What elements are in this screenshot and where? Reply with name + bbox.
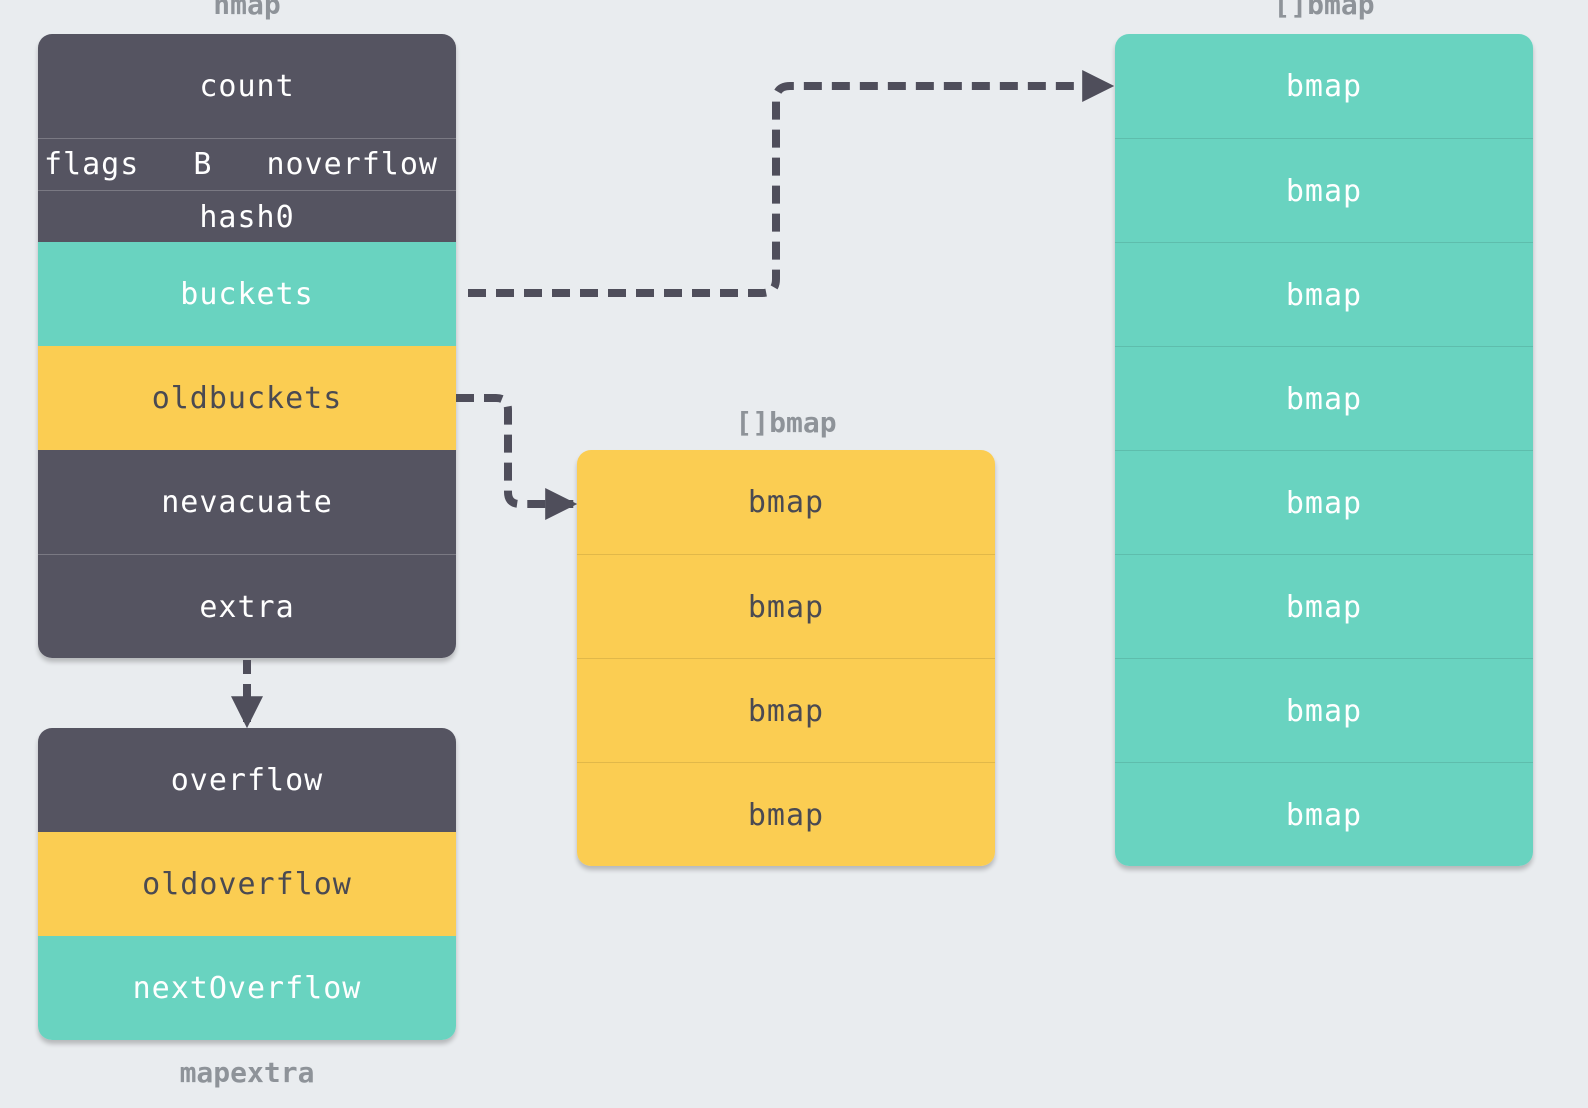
hmap-struct: count flags B noverflow hash0 buckets ol… xyxy=(38,34,456,658)
buckets-pointer-arrow xyxy=(468,70,1115,297)
old-buckets-title: []bmap xyxy=(735,406,837,439)
new-bucket: bmap xyxy=(1115,450,1533,555)
new-buckets-title: []bmap xyxy=(1273,0,1375,21)
old-bucket: bmap xyxy=(577,658,995,763)
hmap-extra-field: extra xyxy=(38,554,456,658)
old-bucket: bmap xyxy=(577,762,995,866)
new-bucket: bmap xyxy=(1115,346,1533,451)
hmap-flags-row: flags B noverflow xyxy=(38,138,456,190)
mapextra-struct: overflow oldoverflow nextOverflow xyxy=(38,728,456,1040)
new-buckets-array: bmap bmap bmap bmap bmap bmap bmap bmap xyxy=(1115,34,1533,866)
hmap-count-field: count xyxy=(38,34,456,138)
mapextra-nextoverflow-field: nextOverflow xyxy=(38,936,456,1040)
old-bucket: bmap xyxy=(577,450,995,554)
old-buckets-array: bmap bmap bmap bmap xyxy=(577,450,995,866)
hmap-nevacuate-field: nevacuate xyxy=(38,450,456,554)
hmap-oldbuckets-field: oldbuckets xyxy=(38,346,456,450)
mapextra-title: mapextra xyxy=(179,1056,315,1089)
new-bucket: bmap xyxy=(1115,34,1533,138)
hmap-buckets-field: buckets xyxy=(38,242,456,346)
new-bucket: bmap xyxy=(1115,242,1533,347)
new-bucket: bmap xyxy=(1115,554,1533,659)
old-bucket: bmap xyxy=(577,554,995,659)
new-bucket: bmap xyxy=(1115,762,1533,866)
hmap-flags-field: flags xyxy=(44,147,140,182)
hmap-hash0-field: hash0 xyxy=(38,190,456,243)
new-bucket: bmap xyxy=(1115,658,1533,763)
oldbuckets-pointer-arrow xyxy=(456,394,578,520)
hmap-b-field: B xyxy=(193,147,213,182)
hmap-noverflow-field: noverflow xyxy=(266,147,438,182)
mapextra-oldoverflow-field: oldoverflow xyxy=(38,832,456,936)
mapextra-overflow-field: overflow xyxy=(38,728,456,832)
new-bucket: bmap xyxy=(1115,138,1533,243)
hmap-title: hmap xyxy=(213,0,281,21)
